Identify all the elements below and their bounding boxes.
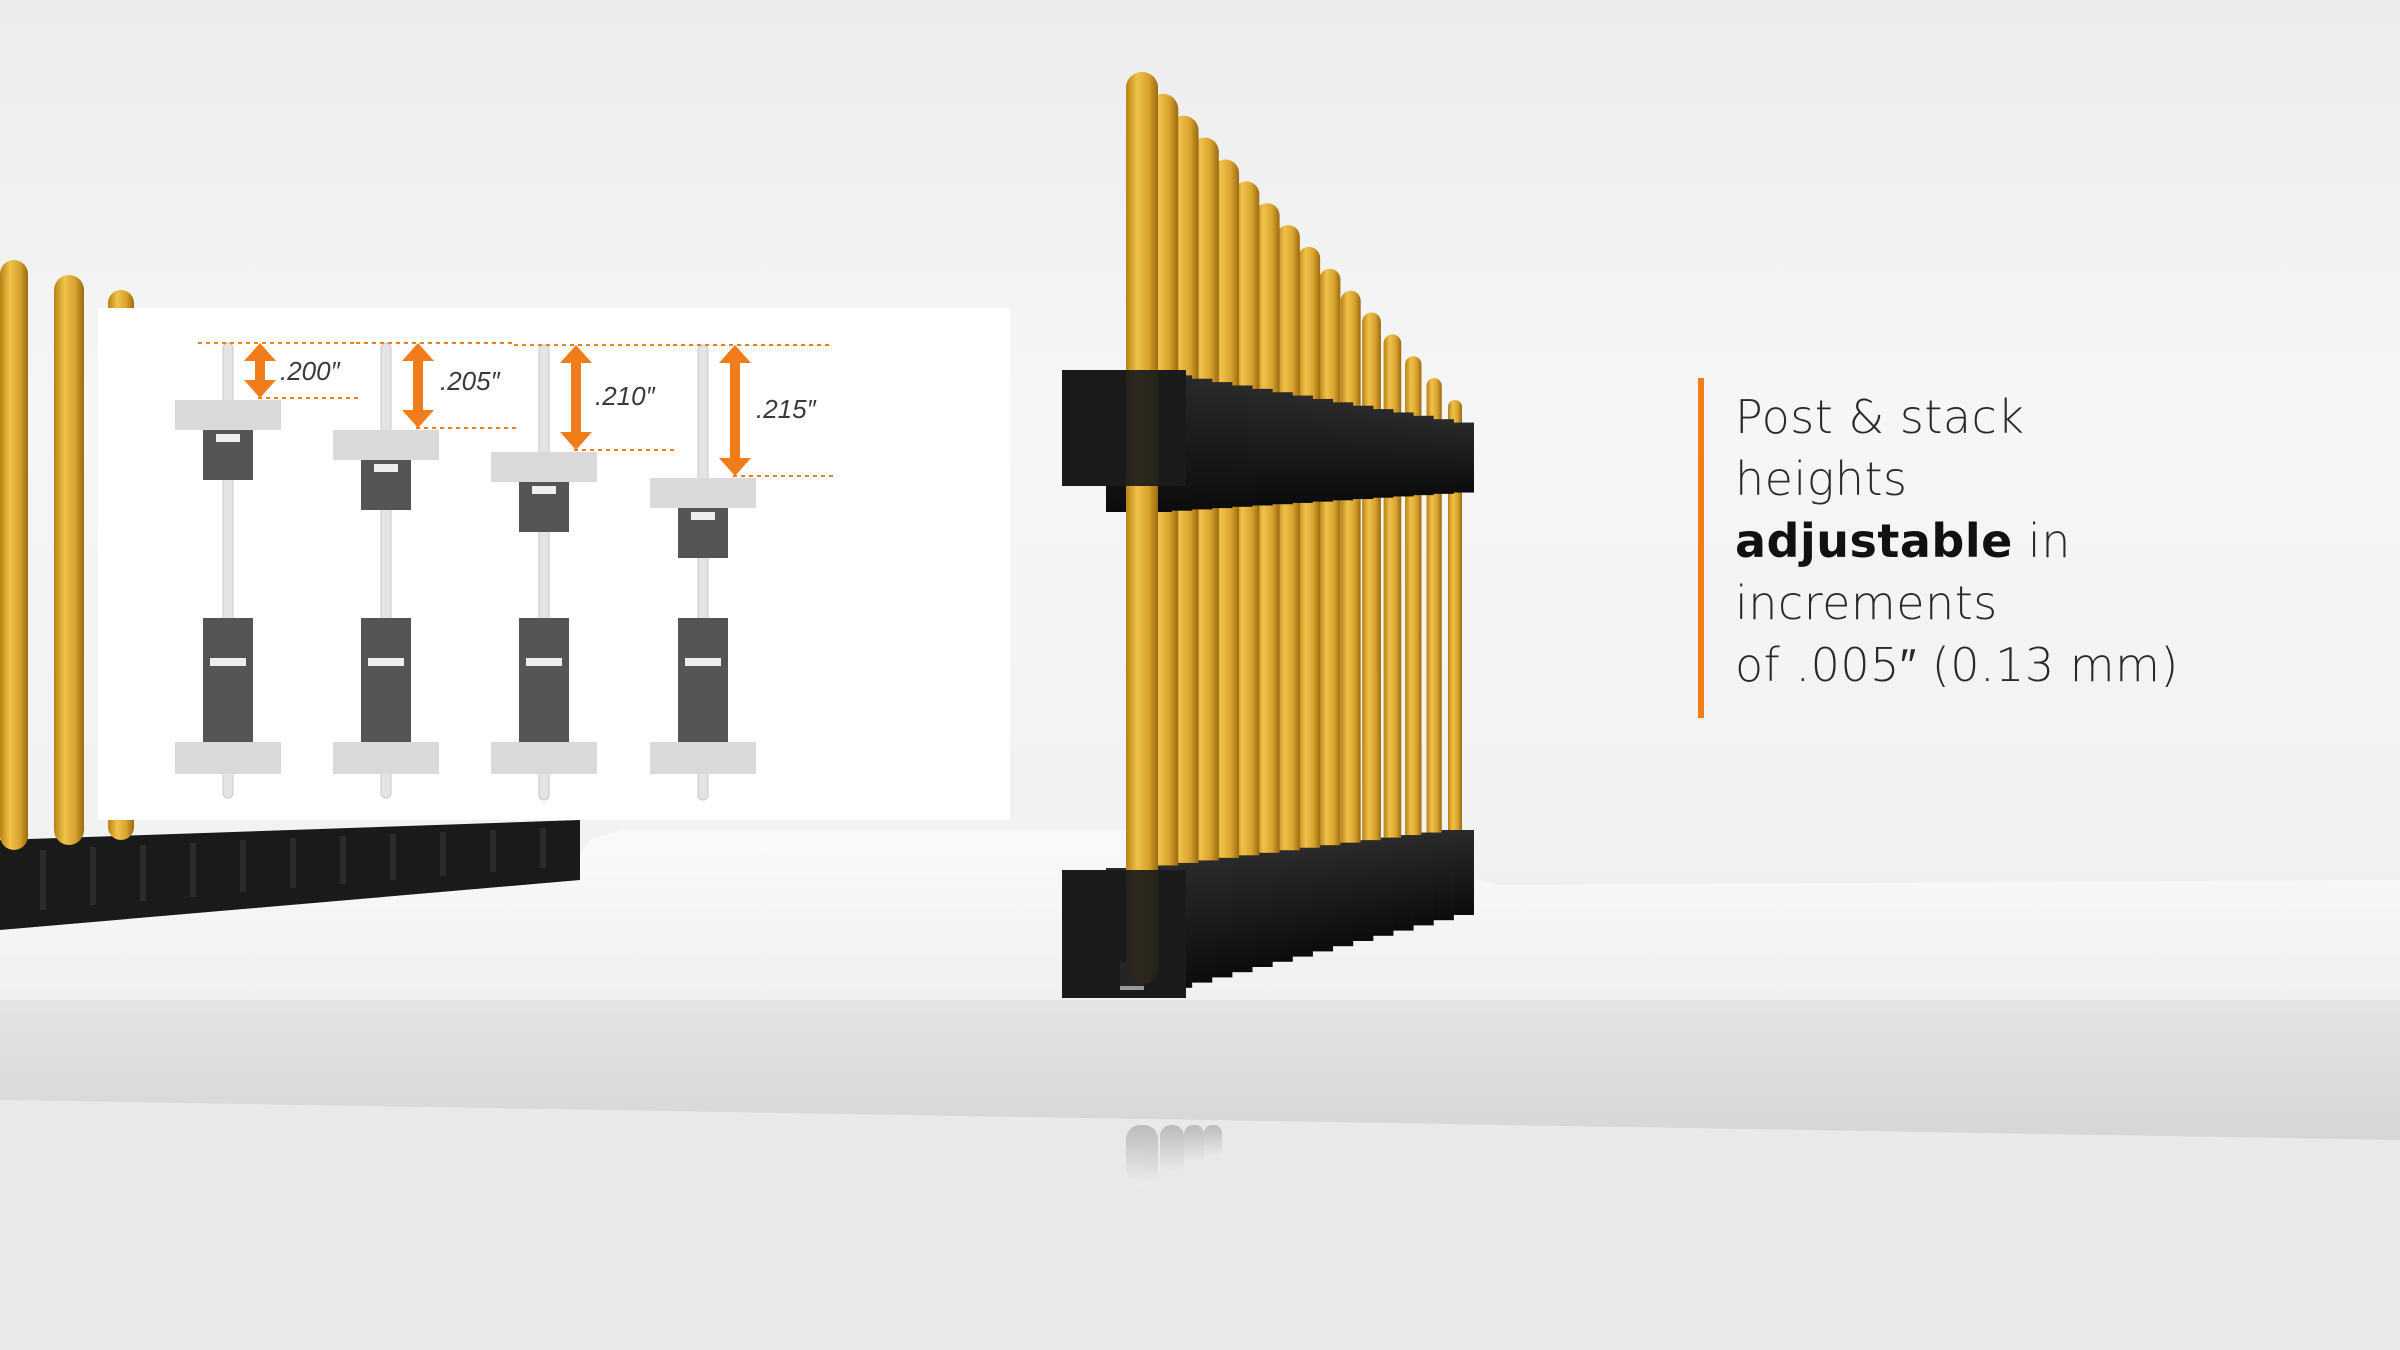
main-connector-array [1062,72,1474,998]
height-column: .205″ [333,342,516,799]
pcb-board [0,830,2400,1350]
callout-text: Post & stack heights adjustable in incre… [1735,386,2179,696]
callout-line-2: heights [1735,452,1908,506]
height-label: .210″ [595,381,656,411]
height-column: .200″ [175,342,358,799]
height-column: .215″ [650,344,833,801]
height-label: .215″ [756,394,817,424]
pin-reflection [1126,1125,1222,1185]
front-gold-pin [1126,72,1158,985]
front-lower-housing [1062,870,1186,986]
callout-emphasis: adjustable [1735,514,2013,568]
gold-pin [1415,378,1454,921]
callout-line-1: Post & stack [1735,390,2025,444]
callout-line-3: adjustable in [1735,510,2179,572]
callout-line-5: of .005″ (0.13 mm) [1735,638,2179,692]
callout-line-3-rest: in [2012,514,2071,568]
callout-accent-bar [1698,378,1704,718]
front-upper-housing [1062,370,1186,486]
height-column: .210″ [491,344,674,801]
height-diagram-panel: .200″ .205″ .210″ .215″ [98,308,1010,820]
callout-line-4: increments [1735,576,1998,630]
height-label: .200″ [280,356,341,386]
height-label: .205″ [440,366,501,396]
